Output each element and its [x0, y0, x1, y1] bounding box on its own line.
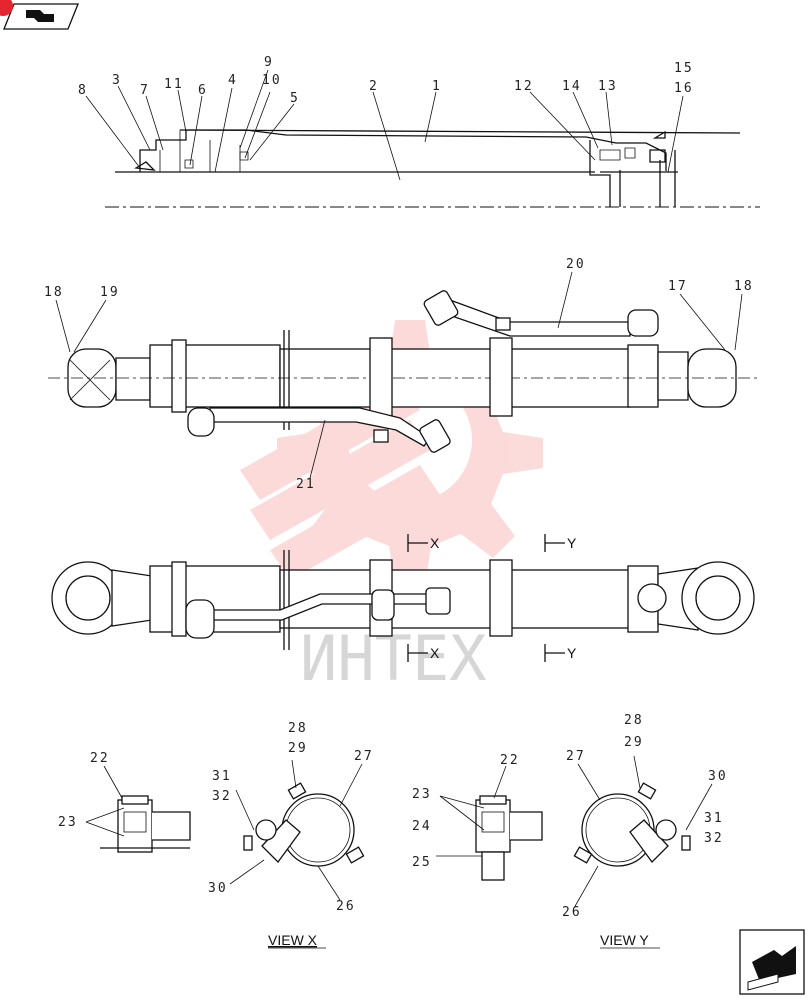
callout-32-right: 32: [704, 831, 724, 846]
view-y-title: VIEW Y: [600, 932, 649, 948]
callout-28-right: 28: [624, 713, 644, 728]
callout-15: 15: [674, 61, 694, 76]
watermark-text: ИНТЕХ: [300, 622, 487, 695]
callout-21: 21: [296, 477, 316, 492]
view-x-title: VIEW X: [268, 932, 318, 948]
callout-27-right: 27: [566, 749, 586, 764]
callout-26-left: 26: [336, 899, 356, 914]
next-page-button[interactable]: [739, 929, 805, 995]
callout-25: 25: [412, 855, 432, 870]
detail-fitting-left: [85, 795, 191, 853]
callout-16: 16: [674, 81, 694, 96]
section-y-top: Y: [567, 535, 577, 551]
callout-7: 7: [140, 83, 150, 98]
callout-14: 14: [562, 79, 582, 94]
cylinder-section-view: [105, 129, 760, 208]
callout-18-right: 18: [734, 279, 754, 294]
callout-4: 4: [228, 73, 238, 88]
callout-31-left: 31: [212, 769, 232, 784]
callout-32-left: 32: [212, 789, 232, 804]
back-nav-button[interactable]: [3, 3, 79, 30]
callout-6: 6: [198, 83, 208, 98]
detail-fitting-right: [439, 795, 543, 881]
callout-29-right: 29: [624, 735, 644, 750]
callout-2: 2: [369, 79, 379, 94]
detail-leaders: [103, 755, 713, 909]
callout-23-right: 23: [412, 787, 432, 802]
callout-17: 17: [668, 279, 688, 294]
corner-badge: [0, 0, 13, 16]
callout-8: 8: [78, 83, 88, 98]
callout-1: 1: [432, 79, 442, 94]
detail-view-y: [573, 782, 691, 867]
callout-19: 19: [100, 285, 120, 300]
callout-10: 10: [262, 73, 282, 88]
section-leaders: [85, 69, 684, 181]
callout-27-left: 27: [354, 749, 374, 764]
callout-labels: 8 3 7 11 6 4 9 10 5 2 1 12 14 13 15 16 1…: [44, 55, 754, 920]
callout-12: 12: [514, 79, 534, 94]
callout-18-left: 18: [44, 285, 64, 300]
section-x-bottom: X: [430, 645, 440, 661]
callout-23-left: 23: [58, 815, 78, 830]
callout-30-right: 30: [708, 769, 728, 784]
callout-30-left: 30: [208, 881, 228, 896]
section-markers: X Y X Y: [407, 534, 577, 662]
cylinder-side-view: [48, 290, 760, 453]
callout-5: 5: [290, 91, 300, 106]
view-titles: VIEW X VIEW Y: [268, 932, 660, 949]
section-x-top: X: [430, 535, 440, 551]
callout-29-left: 29: [288, 741, 308, 756]
side-leaders: [55, 271, 743, 479]
callout-11: 11: [164, 77, 184, 92]
section-y-bottom: Y: [567, 645, 577, 661]
callout-26-right: 26: [562, 905, 582, 920]
callout-9: 9: [264, 55, 274, 70]
callout-22-right: 22: [500, 753, 520, 768]
callout-20: 20: [566, 257, 586, 272]
callout-3: 3: [112, 73, 122, 88]
callout-22-left: 22: [90, 751, 110, 766]
callout-31-right: 31: [704, 811, 724, 826]
callout-13: 13: [598, 79, 618, 94]
callout-28-left: 28: [288, 721, 308, 736]
cylinder-plan-view: [51, 550, 755, 650]
callout-24: 24: [412, 819, 432, 834]
detail-view-x: [243, 782, 365, 867]
